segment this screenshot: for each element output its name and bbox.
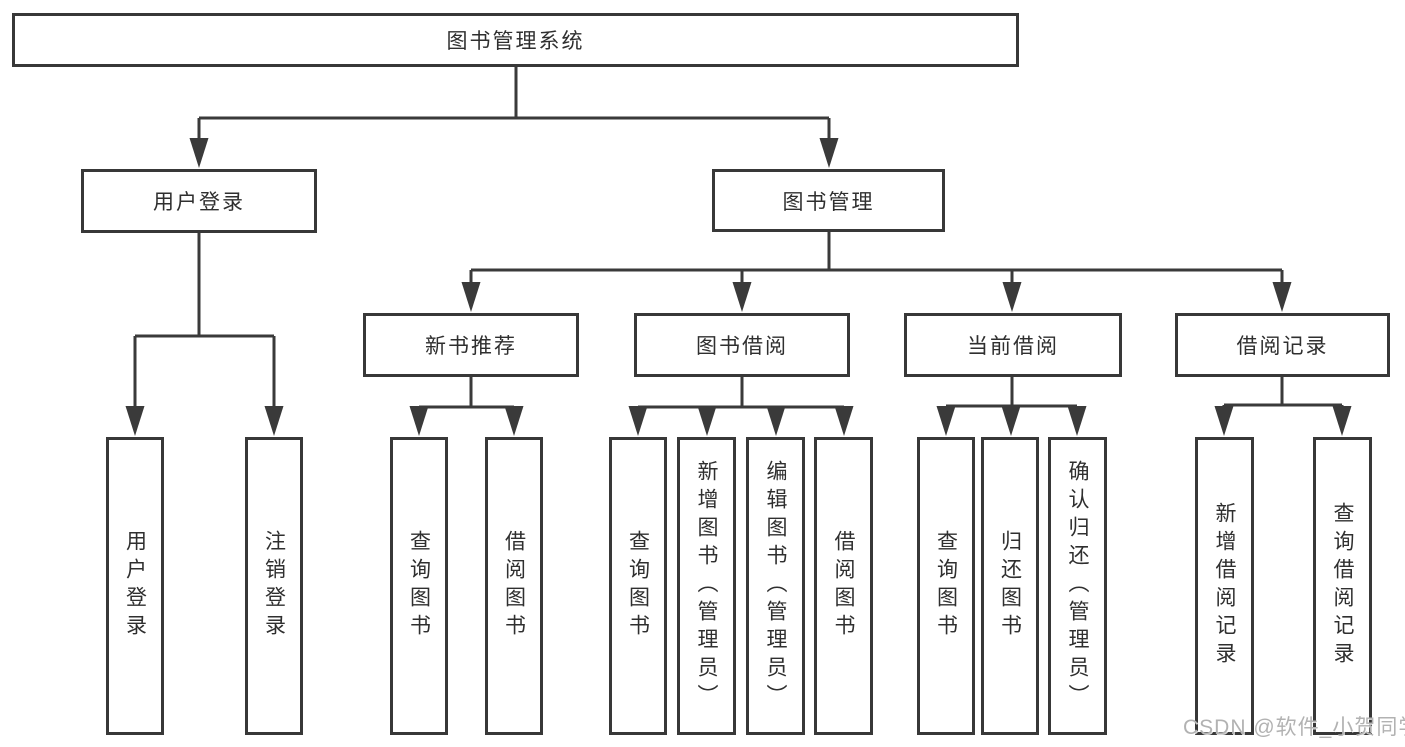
arrowhead-icon bbox=[1332, 406, 1352, 436]
leaf-borrow-books-recommend: 借阅图书 bbox=[485, 437, 543, 735]
arrowhead-icon bbox=[628, 406, 648, 436]
leaf-logout-login: 注销登录 bbox=[245, 437, 303, 735]
arrowhead-icon bbox=[1272, 282, 1292, 312]
arrowhead-icon bbox=[189, 138, 209, 168]
arrowhead-icon bbox=[732, 282, 752, 312]
node-book-borrow: 图书借阅 bbox=[634, 313, 850, 377]
node-new-book-recommend: 新书推荐 bbox=[363, 313, 579, 377]
leaf-edit-books-admin: 编辑图书（管理员） bbox=[746, 437, 805, 735]
node-user-login: 用户登录 bbox=[81, 169, 317, 233]
arrowhead-icon bbox=[264, 406, 284, 436]
node-book-management: 图书管理 bbox=[712, 169, 945, 232]
arrowhead-icon bbox=[697, 406, 717, 436]
arrowhead-icon bbox=[1067, 406, 1087, 436]
arrowhead-icon bbox=[1214, 406, 1234, 436]
arrowhead-icon bbox=[834, 406, 854, 436]
arrowhead-icon bbox=[461, 282, 481, 312]
arrowhead-icon bbox=[766, 406, 786, 436]
leaf-confirm-return-admin: 确认归还（管理员） bbox=[1048, 437, 1107, 735]
node-borrow-records: 借阅记录 bbox=[1175, 313, 1390, 377]
leaf-query-books-current: 查询图书 bbox=[917, 437, 975, 735]
node-library-management-system: 图书管理系统 bbox=[12, 13, 1019, 67]
arrowhead-icon bbox=[504, 406, 524, 436]
leaf-query-books-borrow: 查询图书 bbox=[609, 437, 667, 735]
leaf-query-borrow-record: 查询借阅记录 bbox=[1313, 437, 1372, 735]
arrowhead-icon bbox=[936, 406, 956, 436]
arrowhead-icon bbox=[1002, 282, 1022, 312]
arrowhead-icon bbox=[125, 406, 145, 436]
leaf-borrow-books-borrow: 借阅图书 bbox=[814, 437, 873, 735]
leaf-query-books-recommend: 查询图书 bbox=[390, 437, 448, 735]
node-current-borrow: 当前借阅 bbox=[904, 313, 1122, 377]
arrowhead-icon bbox=[1001, 406, 1021, 436]
leaf-add-books-admin: 新增图书（管理员） bbox=[677, 437, 736, 735]
leaf-user-login: 用户登录 bbox=[106, 437, 164, 735]
arrowhead-icon bbox=[819, 138, 839, 168]
csdn-watermark: CSDN @软件_小贺同学 bbox=[1183, 716, 1405, 739]
leaf-add-borrow-record: 新增借阅记录 bbox=[1195, 437, 1254, 735]
arrowhead-icon bbox=[409, 406, 429, 436]
leaf-return-books: 归还图书 bbox=[981, 437, 1039, 735]
